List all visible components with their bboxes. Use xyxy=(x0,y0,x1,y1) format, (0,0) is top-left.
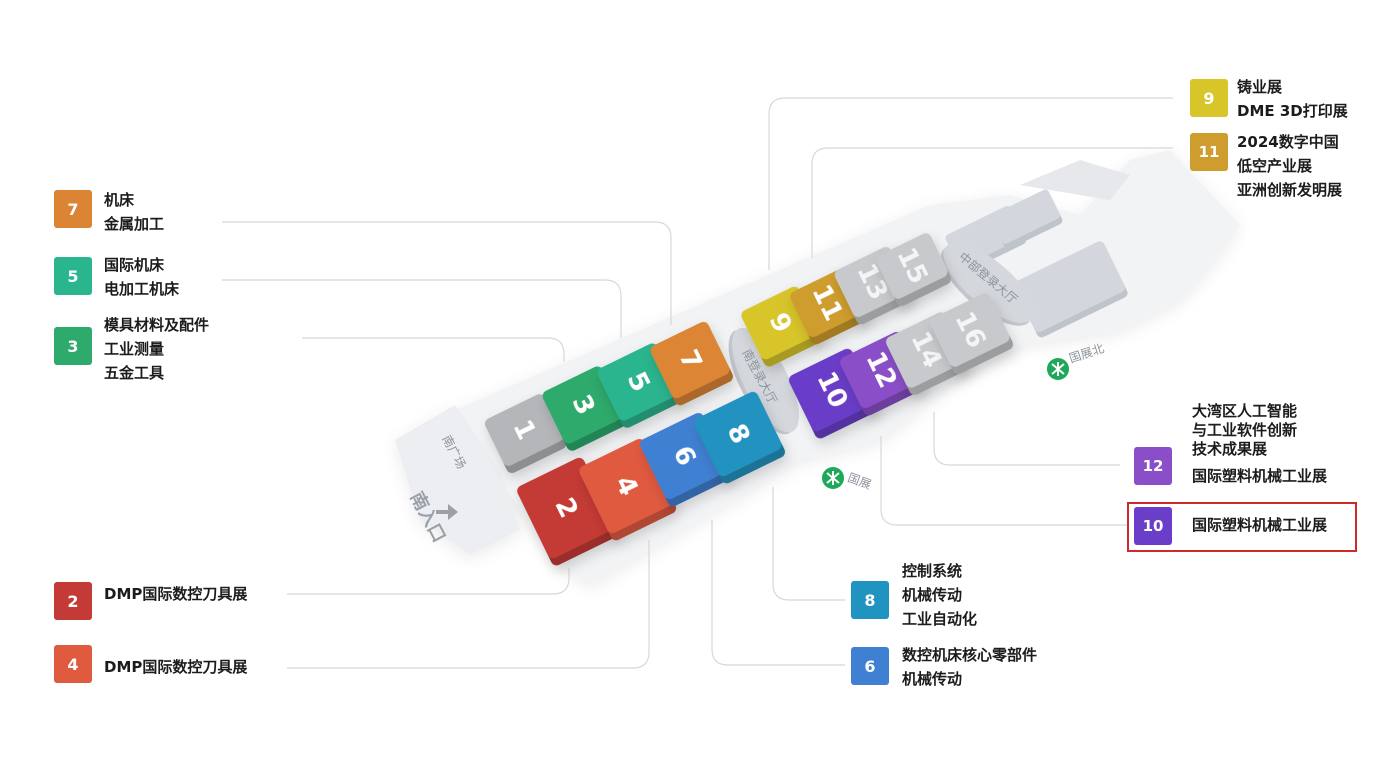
hall-badge: 5 xyxy=(54,257,92,295)
hall-badge: 9 xyxy=(1190,79,1228,117)
hall-badge: 11 xyxy=(1190,133,1228,171)
legend-line: DMP国际数控刀具展 xyxy=(104,658,248,676)
hall-8[interactable]: 8 xyxy=(693,390,787,485)
hall-badge: 12 xyxy=(1134,447,1172,485)
legend-line: 大湾区人工智能 xyxy=(1192,402,1298,420)
legend-hall-11[interactable]: 11 2024数字中国低空产业展亚洲创新发明展 xyxy=(1190,133,1342,202)
legend-hall-2[interactable]: 2 DMP国际数控刀具展 xyxy=(54,582,247,620)
hall-1[interactable]: 1 xyxy=(483,392,569,475)
hall-badge: 7 xyxy=(54,190,92,228)
hall-top xyxy=(650,321,730,399)
south-lobby xyxy=(728,327,799,435)
legend-line: 模具材料及配件 xyxy=(104,316,210,334)
metro-guozhan-north-label: 国展北 xyxy=(1067,341,1106,365)
legend-hall-8[interactable]: 8 控制系统机械传动工业自动化 xyxy=(851,562,978,631)
legend-line: 2024数字中国 xyxy=(1237,133,1339,151)
legend-line: 电加工机床 xyxy=(104,280,180,298)
hall-top xyxy=(930,293,1010,367)
legend-line: 机械传动 xyxy=(902,670,963,688)
legend-line: 金属加工 xyxy=(104,215,165,233)
metro-station-guozhan-north[interactable]: 国展北 xyxy=(1047,341,1106,380)
legend-line: 五金工具 xyxy=(104,364,165,382)
hall-13[interactable]: 13 xyxy=(833,245,915,326)
legend-line: DME 3D打印展 xyxy=(1237,102,1348,120)
hall-top xyxy=(694,391,782,477)
legend-line: 国际塑料机械工业展 xyxy=(1192,467,1328,485)
legend-hall-5[interactable]: 5 国际机床电加工机床 xyxy=(54,256,180,301)
legend-line: 铸业展 xyxy=(1237,78,1283,96)
hall-7[interactable]: 7 xyxy=(649,320,735,407)
hall-badge: 6 xyxy=(851,647,889,685)
legend-line: 控制系统 xyxy=(902,562,963,580)
legend-line: 机床 xyxy=(104,191,135,209)
legend-line: 工业测量 xyxy=(104,340,165,358)
legend-hall-9[interactable]: 9 铸业展 DME 3D打印展 xyxy=(1190,78,1348,123)
legend-line: 工业自动化 xyxy=(902,610,978,628)
middle-lobby xyxy=(940,243,1034,326)
legend-line: 技术成果展 xyxy=(1192,440,1268,458)
hall-top xyxy=(484,394,564,466)
legend-line: 国际塑料机械工业展 xyxy=(1192,516,1328,534)
hall-15[interactable]: 15 xyxy=(875,231,953,308)
hall-16[interactable]: 16 xyxy=(929,291,1015,376)
legend-hall-10[interactable]: 10 国际塑料机械工业展 xyxy=(1134,507,1327,545)
legend-line: 数控机床核心零部件 xyxy=(902,646,1038,664)
legend-line: 国际机床 xyxy=(104,256,165,274)
leader-lines xyxy=(222,97,1173,669)
metro-guozhan-label: 国展 xyxy=(846,471,873,492)
legend-hall-3[interactable]: 3 模具材料及配件工业测量五金工具 xyxy=(54,316,209,385)
legend-hall-6[interactable]: 6 数控机床核心零部件机械传动 xyxy=(851,646,1037,691)
hall-top xyxy=(876,233,948,299)
legend-line: 亚洲创新发明展 xyxy=(1237,181,1343,199)
legend-line: 与工业软件创新 xyxy=(1192,421,1298,439)
hall-badge: 8 xyxy=(851,581,889,619)
legend-line: DMP国际数控刀具展 xyxy=(104,585,248,603)
legend-hall-4[interactable]: 4 DMP国际数控刀具展 xyxy=(54,645,247,683)
legend-line: 机械传动 xyxy=(902,586,963,604)
legend-hall-7[interactable]: 7 机床金属加工 xyxy=(54,190,164,236)
legend-line: 低空产业展 xyxy=(1237,157,1313,175)
metro-station-guozhan[interactable]: 国展 xyxy=(822,467,873,492)
hall-badge: 3 xyxy=(54,327,92,365)
entrance-arrow-icon xyxy=(436,504,458,520)
legend-hall-12[interactable]: 12 大湾区人工智能与工业软件创新技术成果展国际塑料机械工业展 xyxy=(1134,402,1327,488)
hall-badge: 10 xyxy=(1134,507,1172,545)
hall-badge: 2 xyxy=(54,582,92,620)
hall-badge: 4 xyxy=(54,645,92,683)
